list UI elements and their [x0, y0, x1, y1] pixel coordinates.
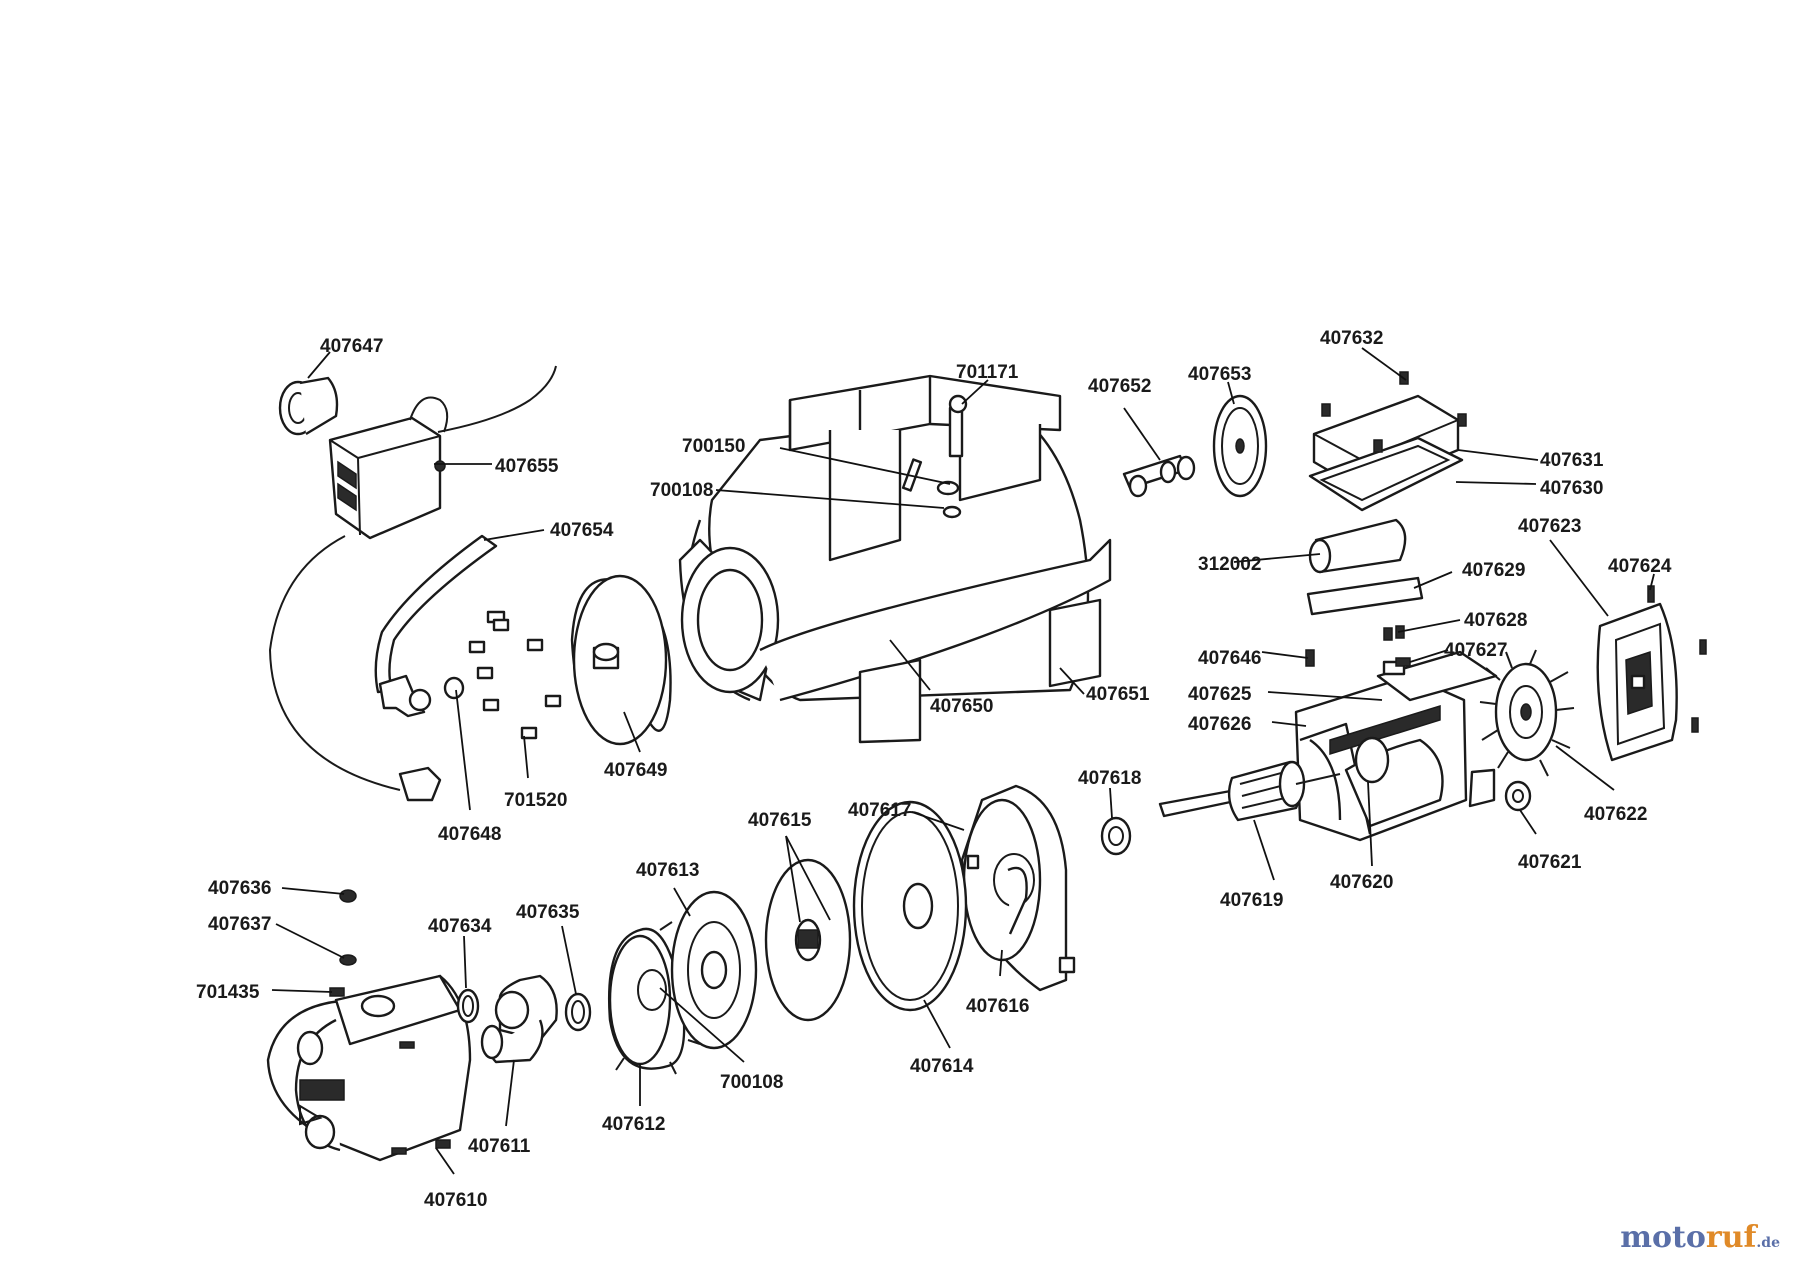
- bearing-part: [1504, 780, 1532, 812]
- motor-housing-part: [1294, 650, 1498, 842]
- site-watermark: motoruf.de: [1620, 1220, 1780, 1255]
- watermark-part3: .de: [1756, 1235, 1780, 1251]
- part-labels: 407647 407655 407654 407648 701520 40764…: [196, 328, 1672, 1211]
- label-407629: 407629: [1462, 560, 1525, 581]
- label-701435: 701435: [196, 982, 260, 1003]
- label-407625: 407625: [1188, 684, 1252, 705]
- o-rings-part: [456, 988, 592, 1032]
- label-407611: 407611: [468, 1136, 531, 1157]
- capacitor-part: [1306, 518, 1424, 616]
- label-700108-a: 700108: [650, 480, 713, 501]
- venturi-part: [480, 974, 558, 1064]
- diaphragm-plate-part: [570, 574, 672, 746]
- watermark-part1: moto: [1620, 1220, 1706, 1255]
- end-bell-part: [960, 784, 1076, 992]
- label-701171: 701171: [956, 362, 1019, 383]
- label-407635: 407635: [516, 902, 580, 923]
- label-407653: 407653: [1188, 364, 1251, 385]
- label-407630: 407630: [1540, 478, 1603, 499]
- watermark-part2: ruf: [1705, 1220, 1757, 1255]
- label-407621: 407621: [1518, 852, 1582, 873]
- label-407636: 407636: [208, 878, 271, 899]
- label-407647: 407647: [320, 336, 383, 357]
- bolts-part: [443, 610, 562, 740]
- rotor-part: [1158, 760, 1341, 822]
- label-407631: 407631: [1540, 450, 1604, 471]
- label-407637: 407637: [208, 914, 271, 935]
- hose-part: [374, 534, 498, 718]
- label-407651: 407651: [1086, 684, 1150, 705]
- pressure-switch-part: [268, 365, 557, 802]
- label-407649: 407649: [604, 760, 667, 781]
- label-407627: 407627: [1444, 640, 1507, 661]
- label-701520: 701520: [504, 790, 567, 811]
- gasket-part: [852, 800, 968, 1012]
- seal-ring-part: [1100, 816, 1132, 856]
- label-407628: 407628: [1464, 610, 1527, 631]
- valve-part: [1122, 454, 1196, 498]
- impeller-part: [670, 890, 758, 1050]
- leader-lines: [271, 347, 1655, 1175]
- label-407617: 407617: [848, 800, 911, 821]
- label-407614: 407614: [910, 1056, 974, 1077]
- label-407652: 407652: [1088, 376, 1151, 397]
- fan-cover-part: [1596, 602, 1678, 762]
- diffuser-part: [764, 858, 852, 1022]
- fan-part: [1479, 649, 1575, 777]
- pressure-tank-part: [678, 374, 1112, 744]
- disc-part: [1212, 394, 1268, 498]
- label-407626: 407626: [1188, 714, 1251, 735]
- label-700150: 700150: [682, 436, 745, 457]
- label-407610: 407610: [424, 1190, 487, 1211]
- impeller-housing-part: [608, 921, 705, 1075]
- label-407623: 407623: [1518, 516, 1581, 537]
- label-407615: 407615: [748, 810, 812, 831]
- pump-body-part: [266, 889, 472, 1162]
- label-407634: 407634: [428, 916, 492, 937]
- label-407620: 407620: [1330, 872, 1393, 893]
- terminal-box-part: [1308, 371, 1467, 512]
- label-407618: 407618: [1078, 768, 1141, 789]
- label-407646: 407646: [1198, 648, 1261, 669]
- label-407648: 407648: [438, 824, 501, 845]
- label-407622: 407622: [1584, 804, 1647, 825]
- label-407654: 407654: [550, 520, 614, 541]
- label-407616: 407616: [966, 996, 1029, 1017]
- label-407650: 407650: [930, 696, 993, 717]
- label-407612: 407612: [602, 1114, 665, 1135]
- label-407655: 407655: [495, 456, 559, 477]
- label-312002: 312002: [1198, 554, 1261, 575]
- label-407624: 407624: [1608, 556, 1672, 577]
- label-407632: 407632: [1320, 328, 1383, 349]
- label-407619: 407619: [1220, 890, 1283, 911]
- label-700108-b: 700108: [720, 1072, 783, 1093]
- label-407613: 407613: [636, 860, 699, 881]
